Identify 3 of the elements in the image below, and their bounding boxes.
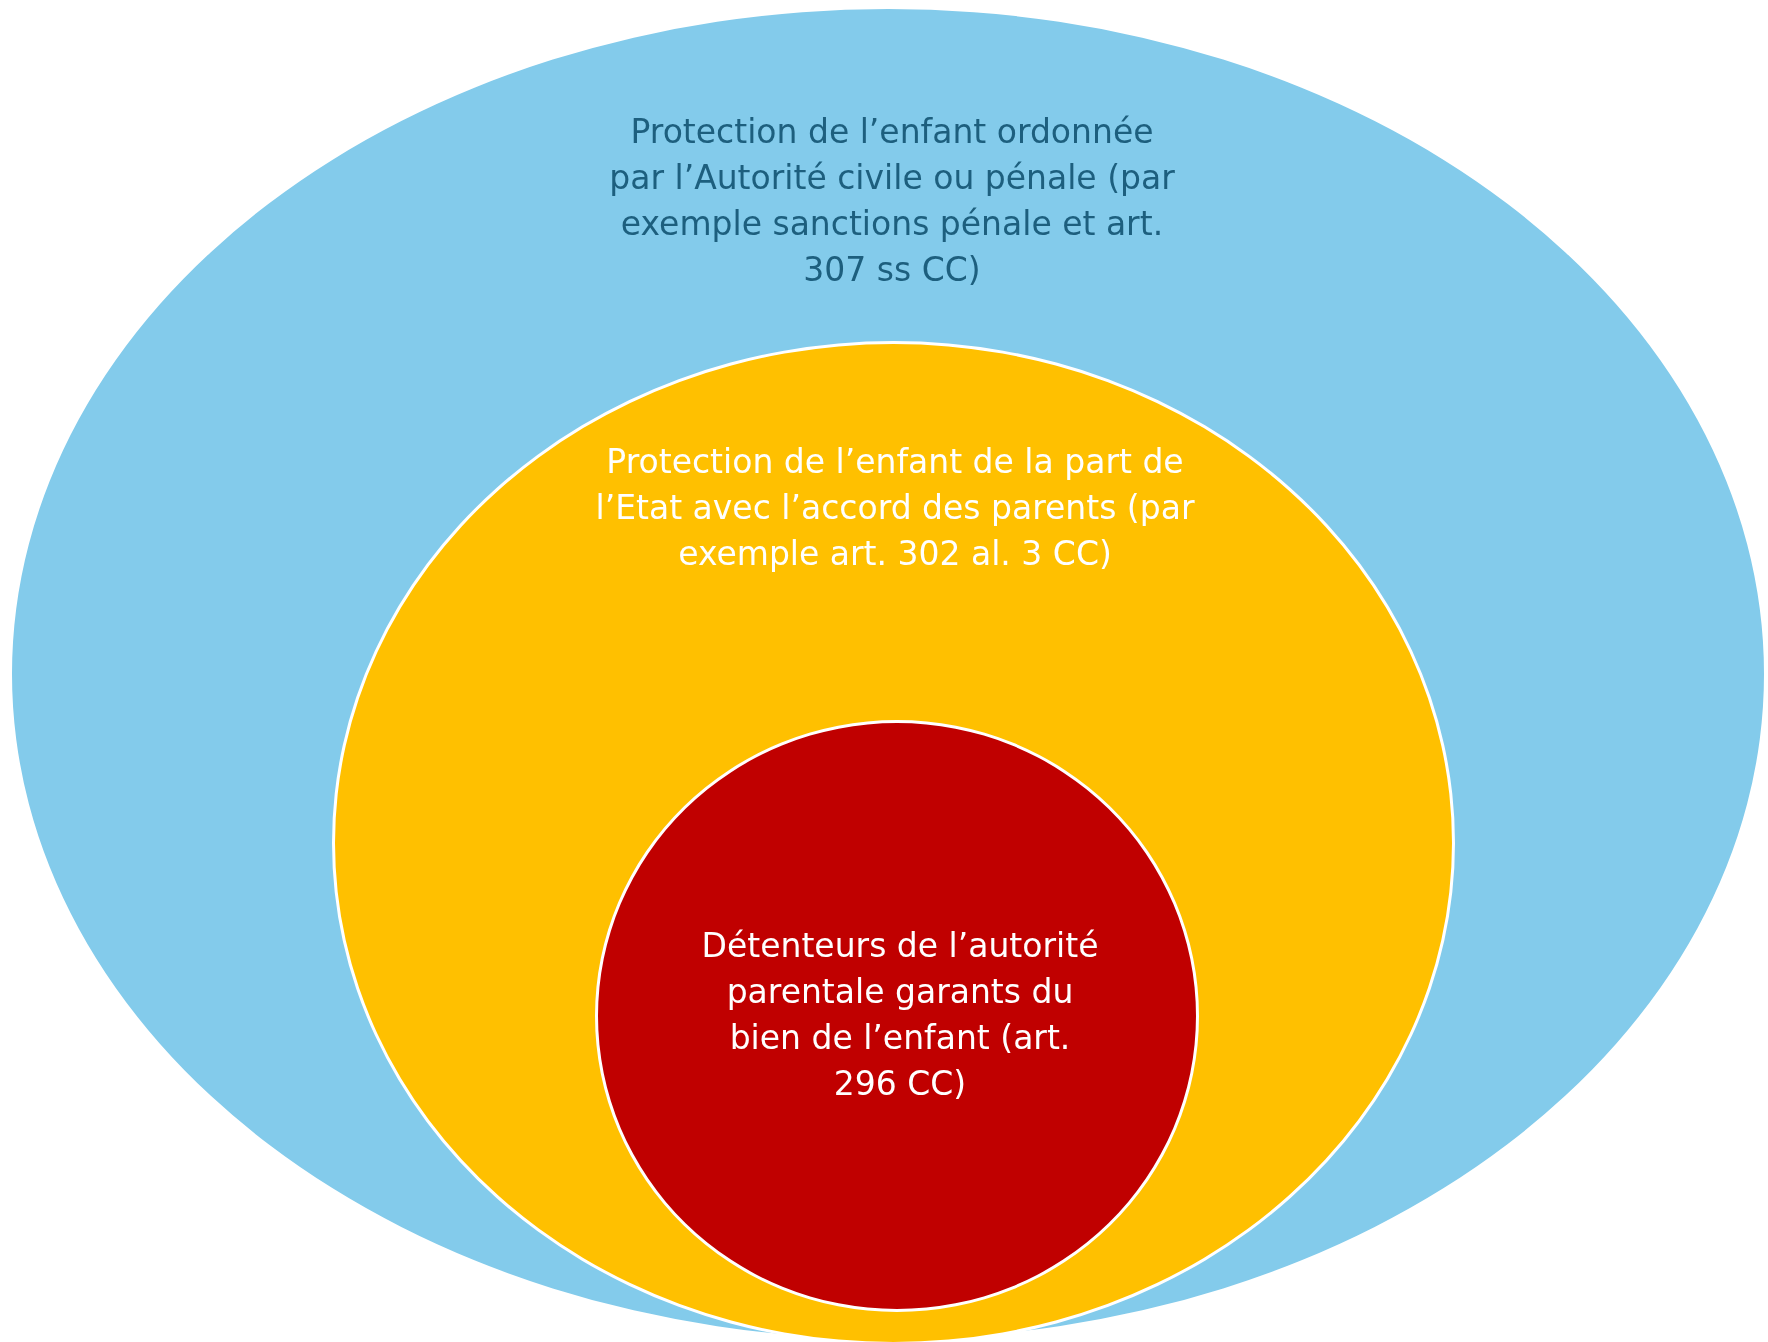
ellipse-label: Protection de l’enfant ordonnée par l’Autorité civile ou pénale (par exemple sanctions pénale et art. 307 ss CC) bbox=[608, 111, 1176, 291]
ellipse-label: Détenteurs de l’autorité parentale garants du bien de l’enfant (art. 296 CC) bbox=[700, 925, 1100, 1105]
ellipse-label: Protection de l’enfant de la part de l’Etat avec l’accord des parents (par exemple art. 302 al. 3 CC) bbox=[595, 441, 1195, 575]
